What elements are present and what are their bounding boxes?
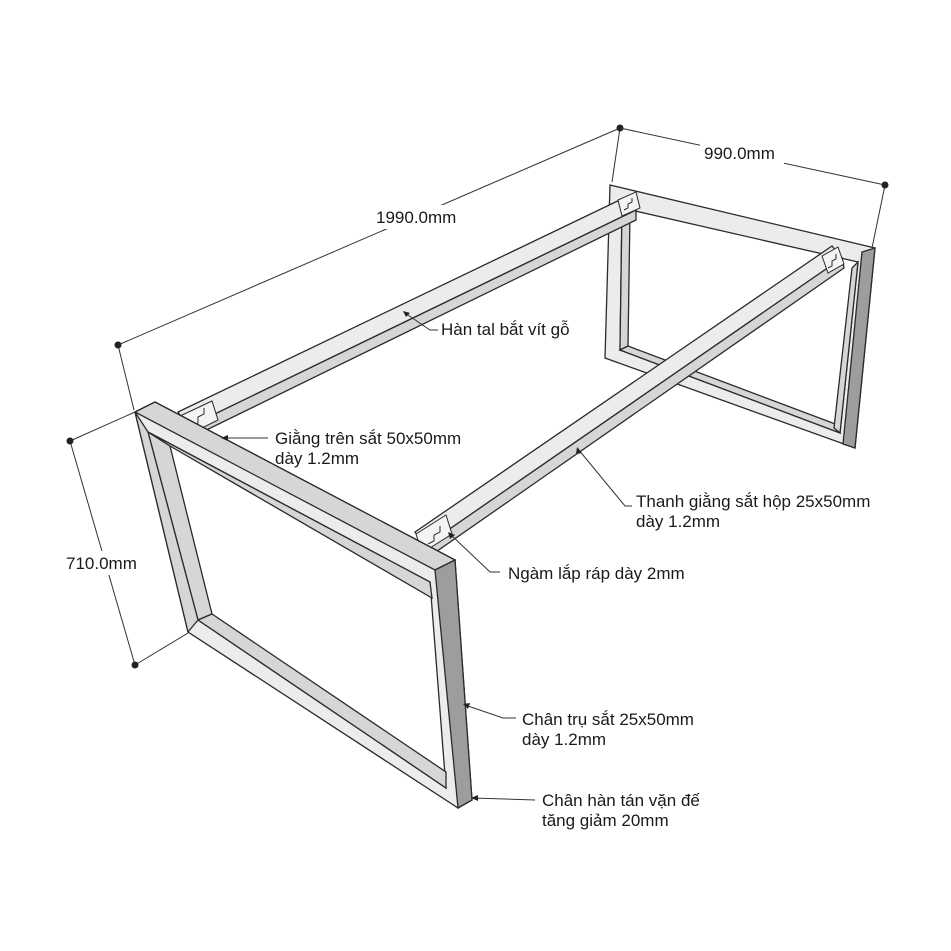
leader-lines	[221, 311, 632, 801]
front-frame-inner-bottom	[196, 613, 447, 790]
front-frame-right-face	[434, 558, 473, 810]
dim-width-end-dot	[881, 181, 889, 189]
dimension-length	[114, 124, 624, 411]
dim-height-end-dot	[131, 661, 139, 669]
label-top-brace-line1: Giằng trên sắt 50x50mm	[275, 429, 461, 448]
label-foot-line2: tăng giảm 20mm	[542, 811, 669, 830]
label-leg-line1: Chân trụ sắt 25x50mm	[522, 710, 694, 729]
label-box-brace-line2: dày 1.2mm	[636, 512, 720, 531]
label-wood-screw-tab: Hàn tal bắt vít gỗ	[441, 320, 570, 339]
front-frame-inner-top	[147, 431, 433, 600]
dim-height-start-dot	[66, 437, 74, 445]
dim-length-label: 1990.0mm	[376, 208, 456, 227]
dim-height-label: 710.0mm	[66, 554, 137, 573]
label-leg-line2: dày 1.2mm	[522, 730, 606, 749]
front-leg-frame	[133, 401, 473, 810]
back-frame-inner-right	[833, 260, 859, 435]
dim-width-label: 990.0mm	[704, 144, 775, 163]
back-frame-right-face	[842, 247, 876, 449]
top-brace-near	[414, 245, 845, 557]
label-top-brace-line2: dày 1.2mm	[275, 449, 359, 468]
dim-length-start-dot	[114, 341, 122, 349]
front-frame-left-face	[134, 411, 199, 634]
label-joint: Ngàm lắp ráp dày 2mm	[508, 564, 685, 583]
back-frame-inner-left	[619, 206, 631, 352]
label-box-brace-line1: Thanh giằng sắt hộp 25x50mm	[636, 492, 870, 511]
top-brace-far-top	[177, 195, 637, 428]
label-foot-line1: Chân hàn tán vặn đế	[542, 791, 700, 810]
